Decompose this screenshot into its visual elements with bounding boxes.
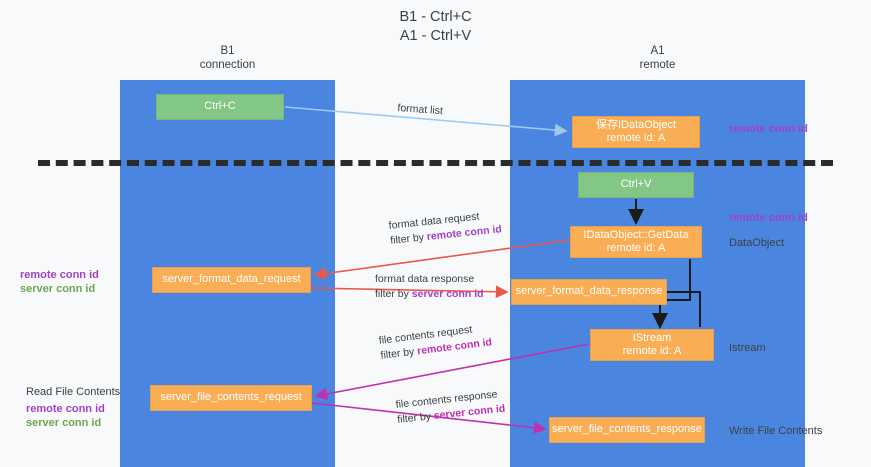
column-header-a1: A1 remote <box>639 45 676 71</box>
edge-label-file-contents-request: file contents request filter by remote c… <box>378 320 493 363</box>
label-write-file-contents: Write File Contents <box>729 425 823 437</box>
filter-prefix: filter by <box>379 345 418 362</box>
label-left-mid-server-conn-id: server conn id <box>20 283 96 295</box>
node-server-format-data-request[interactable]: server_format_data_request <box>152 267 311 293</box>
node-server-file-contents-response[interactable]: server_file_contents_response <box>549 417 705 443</box>
label-remote-conn-id-top: remote conn id <box>729 123 808 135</box>
label-remote-conn-id-mid: remote conn id <box>729 212 808 224</box>
label-istream: Istream <box>729 342 766 354</box>
edge-label-format-list: format list <box>397 101 443 119</box>
edge-label-format-data-response: format data response filter by server co… <box>375 272 484 302</box>
label-left-bottom-remote-conn-id: remote conn id <box>26 403 105 415</box>
filter-key-server-conn-id: server conn id <box>411 288 484 300</box>
filter-prefix: filter by <box>375 288 412 300</box>
node-idataobject-getdata[interactable]: IDataObject::GetData remote id: A <box>570 226 702 258</box>
node-ctrl-c[interactable]: Ctrl+C <box>156 94 284 120</box>
label-left-bottom-server-conn-id: server conn id <box>26 417 102 429</box>
label-left-bottom-conn-ids: remote conn id server conn id <box>26 402 105 430</box>
column-header-b1: B1 connection <box>199 45 256 71</box>
node-server-format-data-response[interactable]: server_format_data_response <box>511 279 667 305</box>
node-server-file-contents-request[interactable]: server_file_contents_request <box>150 385 312 411</box>
filter-prefix: filter by <box>396 410 435 426</box>
label-read-file-contents: Read File Contents <box>26 386 121 398</box>
section-divider <box>38 160 833 166</box>
edge-label-format-list-text: format list <box>397 101 444 118</box>
edge-label-file-contents-response: file contents response filter by server … <box>395 387 506 428</box>
page-title: B1 - Ctrl+C A1 - Ctrl+V <box>399 9 472 44</box>
edge-label-format-data-request: format data request filter by remote con… <box>388 207 503 249</box>
edge-label-format-data-response-text: format data response <box>375 273 475 285</box>
filter-prefix: filter by <box>389 231 428 247</box>
edge-label-format-data-response-filter: filter by server conn id <box>375 287 484 302</box>
node-ctrl-v[interactable]: Ctrl+V <box>578 172 694 198</box>
label-left-mid-remote-conn-id: remote conn id <box>20 269 99 281</box>
label-dataobject: DataObject <box>729 237 785 249</box>
label-left-mid-conn-ids: remote conn id server conn id <box>20 268 99 296</box>
node-istream[interactable]: IStream remote id: A <box>590 329 714 361</box>
node-idataobject[interactable]: 保存IDataObject remote id: A <box>572 116 700 148</box>
